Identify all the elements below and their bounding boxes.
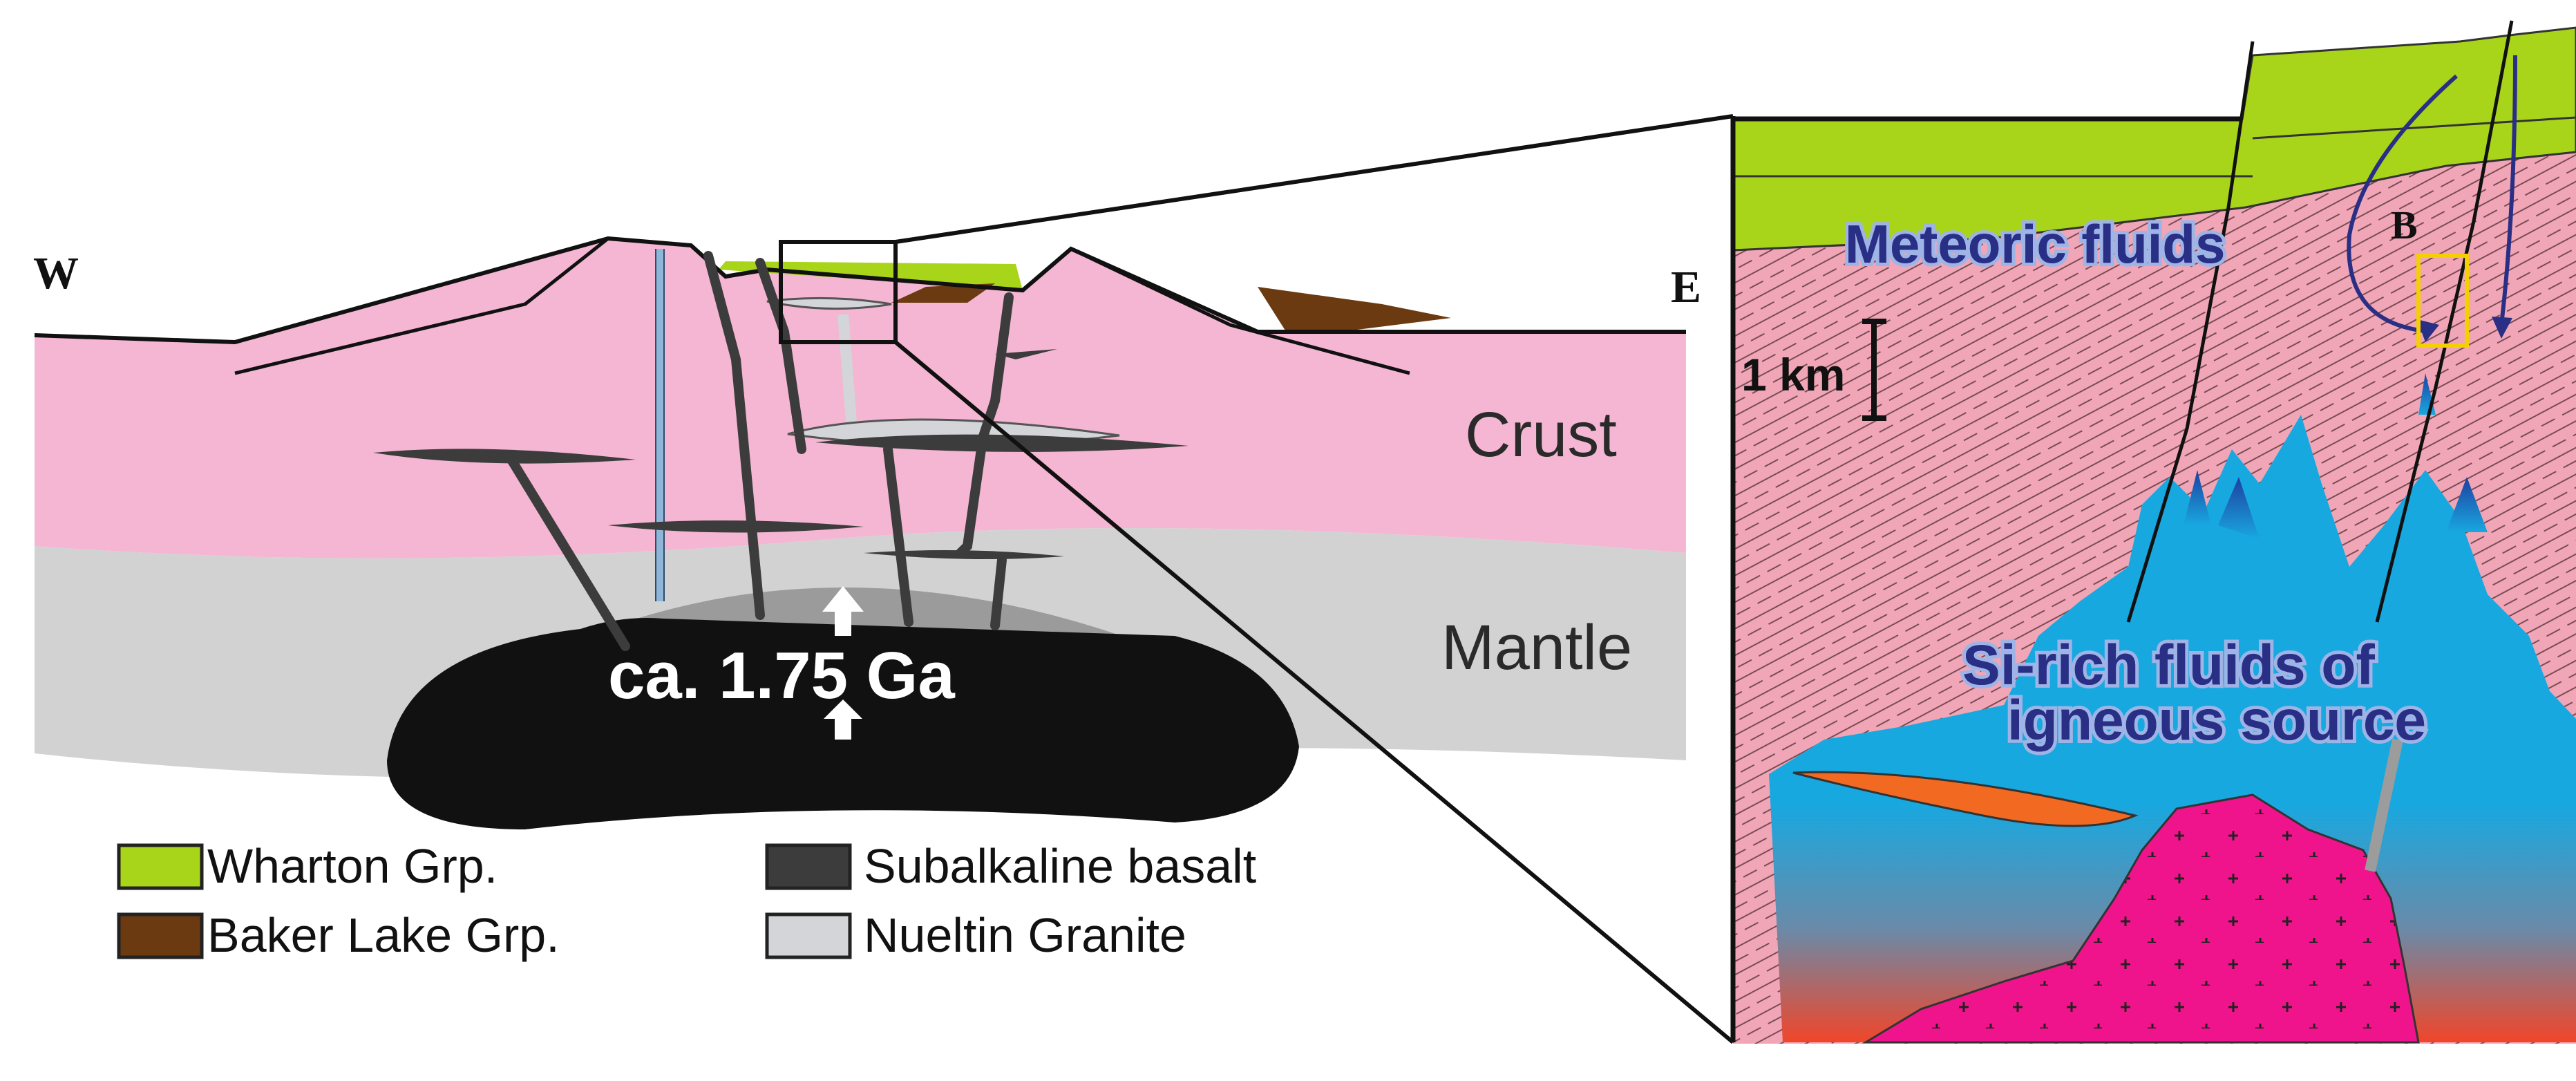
- pink-pluton: [1862, 793, 2420, 1044]
- meteoric-fluids-label-fill: Meteoric fluids: [1845, 214, 2225, 274]
- east-fault-line: [1070, 247, 1410, 375]
- thin-dike-edge: [655, 249, 665, 601]
- basalt-dike-5: [956, 444, 986, 558]
- si-rich-label-line2-stroke: igneous source: [2007, 689, 2426, 752]
- legend-item-granite: Nueltin Granite: [765, 908, 1186, 962]
- legend-item-wharton: Wharton Grp.: [117, 839, 498, 893]
- regional-section: W E Crust Mantle ca. 1.75 Ga: [33, 114, 1734, 1044]
- basalt-dike-3: [755, 258, 806, 454]
- si-rich-label-line1-stroke: Si-rich fluids of: [1962, 634, 2375, 697]
- basalt-dike-1: [506, 455, 630, 651]
- basalt-dike-4: [883, 444, 913, 627]
- basalt-sill-west: [373, 449, 636, 464]
- basalt-dike-2: [703, 251, 765, 620]
- basalt-dike-6: [976, 292, 1014, 447]
- meteoric-arrowhead-east: [2492, 317, 2512, 339]
- detail-wharton-unit: [1732, 26, 2576, 252]
- detail-granite-dike: [2365, 738, 2403, 872]
- si-rich-label-line1: Si-rich fluids of: [1962, 634, 2375, 697]
- legend-label-baker-lake: Baker Lake Grp.: [207, 908, 560, 962]
- west-fault-line: [234, 237, 609, 375]
- legend-swatch-basalt: [765, 843, 852, 890]
- legend-swatch-wharton: [117, 843, 204, 890]
- zoom-connector-top: [895, 114, 1734, 244]
- crust-layer: [35, 238, 1686, 558]
- fluid-plume-2: [2218, 477, 2260, 539]
- surface-profile: [34, 236, 1686, 345]
- baker-lake-unit-central: [891, 283, 995, 303]
- legend-label-basalt: Subalkaline basalt: [864, 839, 1256, 893]
- granite-sill-upper: [766, 297, 892, 310]
- meteoric-flow-arrow: [2347, 74, 2458, 334]
- legend-swatch-granite: [765, 912, 852, 959]
- legend-label-wharton: Wharton Grp.: [207, 839, 498, 893]
- legend-item-baker-lake: Baker Lake Grp.: [117, 908, 560, 962]
- basalt-dikes: [506, 251, 1014, 651]
- detail-fault-west: [2126, 41, 2255, 623]
- basalt-sill-upper-east: [995, 349, 1057, 359]
- legend-item-basalt: Subalkaline basalt: [765, 839, 1256, 893]
- zoom-connector-bottom: [894, 340, 1734, 1044]
- basalt-sill-mid: [608, 520, 864, 533]
- legend-label-granite: Nueltin Granite: [864, 908, 1186, 962]
- si-rich-label-line2: igneous source: [2007, 689, 2426, 752]
- meteoric-arrowhead: [2417, 319, 2439, 342]
- up-arrow-lower: [824, 699, 862, 740]
- east-label: E: [1671, 262, 1701, 312]
- basalt-dike-7: [990, 555, 1007, 630]
- zoom-box: [779, 240, 898, 344]
- mantle-label: Mantle: [1441, 612, 1632, 683]
- box-b-label: B: [2391, 203, 2418, 247]
- meteoric-fluids-label: Meteoric fluids: [1845, 214, 2225, 274]
- detail-panel: 1 km B Meteoric fluids Meteoric fluids S…: [1730, 20, 2576, 1044]
- legend-swatch-baker-lake: [117, 912, 204, 959]
- baker-lake-unit-east: [1258, 287, 1451, 332]
- fluid-plume-3: [2446, 477, 2488, 532]
- west-label: W: [33, 248, 79, 299]
- granite-dike: [837, 314, 857, 422]
- legend: Wharton Grp. Baker Lake Grp. Subalkaline…: [117, 839, 1256, 962]
- up-arrow-upper: [822, 586, 864, 636]
- detail-fault-east: [2375, 20, 2514, 623]
- detail-frame: [1730, 116, 2242, 1042]
- crust-label: Crust: [1465, 400, 1617, 470]
- scale-label: 1 km: [1741, 349, 1845, 400]
- meteoric-flow-arrow-east: [2499, 55, 2517, 326]
- orange-lens: [1792, 771, 2139, 827]
- basalt-sill-central: [815, 434, 1188, 452]
- age-label: ca. 1.75 Ga: [608, 639, 955, 713]
- detail-wharton-bed: [1733, 116, 2576, 178]
- fluid-plume-1: [2184, 470, 2211, 525]
- highlight-box-b: [2416, 254, 2469, 348]
- scale-bar: [1862, 319, 1886, 421]
